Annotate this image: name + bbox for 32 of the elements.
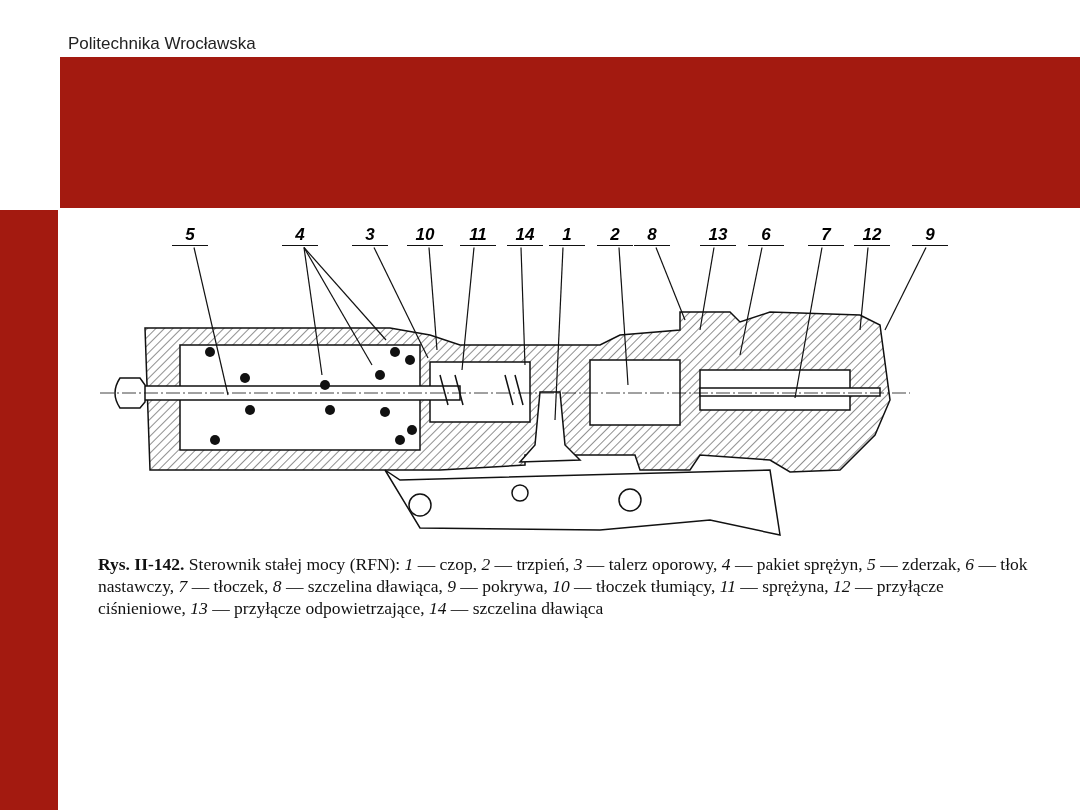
callout-number: 2 [597,225,633,246]
callout-number: 12 [854,225,890,246]
callout-number: 9 [912,225,948,246]
leader-line [193,246,229,396]
leader-line [794,246,823,399]
leader-line [428,246,438,351]
leader-line [303,246,373,366]
callout-number: 14 [507,225,543,246]
leader-line [655,246,686,321]
leader-line [859,246,869,331]
callout-number: 7 [808,225,844,246]
callout-number: 1 [549,225,585,246]
leader-line [739,246,763,356]
callout-number: 8 [634,225,670,246]
leader-line [461,246,475,371]
leader-line [554,246,564,421]
callout-number: 6 [748,225,784,246]
leader-line [373,246,429,359]
university-name: Politechnika Wrocławska [68,34,256,54]
callout-number: 4 [282,225,318,246]
leader-line [520,246,526,366]
leader-line [303,246,323,376]
leader-line [699,246,715,331]
callout-number: 3 [352,225,388,246]
leader-line [618,246,629,386]
callout-number: 5 [172,225,208,246]
callout-number: 10 [407,225,443,246]
callout-number: 11 [460,225,496,246]
leader-line [884,246,927,331]
figure-caption: Rys. II-142. Sterownik stałej mocy (RFN): 1 — czop, 2 — trzpień, 3 — talerz oporowy, 4 — pakiet sprężyn, 5 — zderzak, 6 — tłok nastawczy, 7 — tłoczek, 8 — szczelina dławiąca, 9 — pokrywa, 10 — tłoczek tłumiący, 11 — sprężyna, 12 — przyłącze ciśnieniowe, 13 — przyłącze odpowietrzające, 14 — szczelina dławiąca [98,553,1028,619]
callout-number: 13 [700,225,736,246]
leader-line [303,246,387,341]
